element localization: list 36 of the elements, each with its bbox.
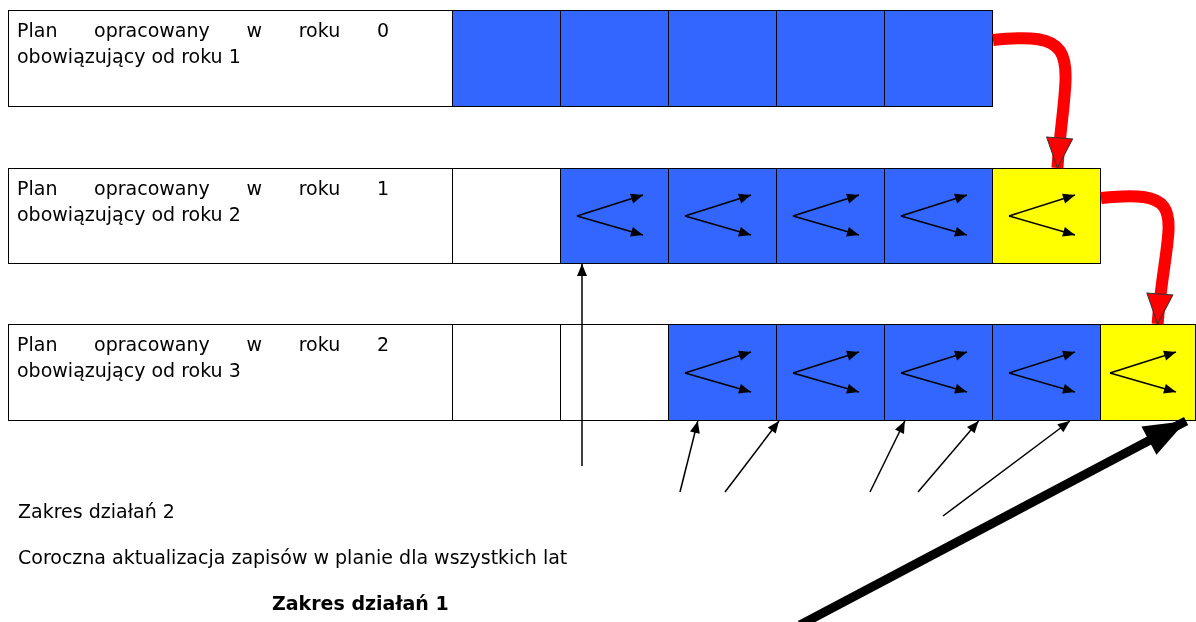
year-cell xyxy=(884,10,993,107)
year-cell xyxy=(452,168,561,264)
year-cell xyxy=(560,10,669,107)
year-cell xyxy=(452,324,561,421)
plan-label-box xyxy=(8,168,453,264)
year-cell xyxy=(992,324,1101,421)
heading-text: Zakres działań 1 xyxy=(272,592,449,614)
plan-description: Plan opracowany w roku 2 obowiązujący od roku 3 xyxy=(17,332,389,383)
curved-arrow xyxy=(1100,190,1175,325)
year-cell xyxy=(776,10,885,107)
year-cell xyxy=(668,324,777,421)
arrow xyxy=(724,420,780,493)
arrow xyxy=(942,420,1071,517)
year-cell xyxy=(884,168,993,264)
thick-arrow xyxy=(797,417,1189,622)
plan-label-box xyxy=(8,10,453,107)
arrow xyxy=(917,420,980,493)
note-text: Coroczna aktualizacja zapisów w planie dla wszystkich lat xyxy=(18,546,568,568)
year-cell xyxy=(776,168,885,264)
plan-description: Plan opracowany w roku 0 obowiązujący od roku 1 xyxy=(17,18,389,69)
year-cell xyxy=(1100,324,1196,421)
curved-arrow xyxy=(992,32,1074,169)
arrow xyxy=(679,420,700,493)
year-cell xyxy=(776,324,885,421)
year-cell xyxy=(992,168,1101,264)
year-cell xyxy=(884,324,993,421)
plan-label-box xyxy=(8,324,453,421)
plan-description: Plan opracowany w roku 1 obowiązujący od roku 2 xyxy=(17,176,389,227)
arrow xyxy=(869,420,906,493)
year-cell xyxy=(560,324,669,421)
year-cell xyxy=(668,10,777,107)
note-text: Zakres działań 2 xyxy=(18,500,175,522)
year-cell xyxy=(452,10,561,107)
year-cell xyxy=(668,168,777,264)
arrow xyxy=(577,263,587,467)
year-cell xyxy=(560,168,669,264)
